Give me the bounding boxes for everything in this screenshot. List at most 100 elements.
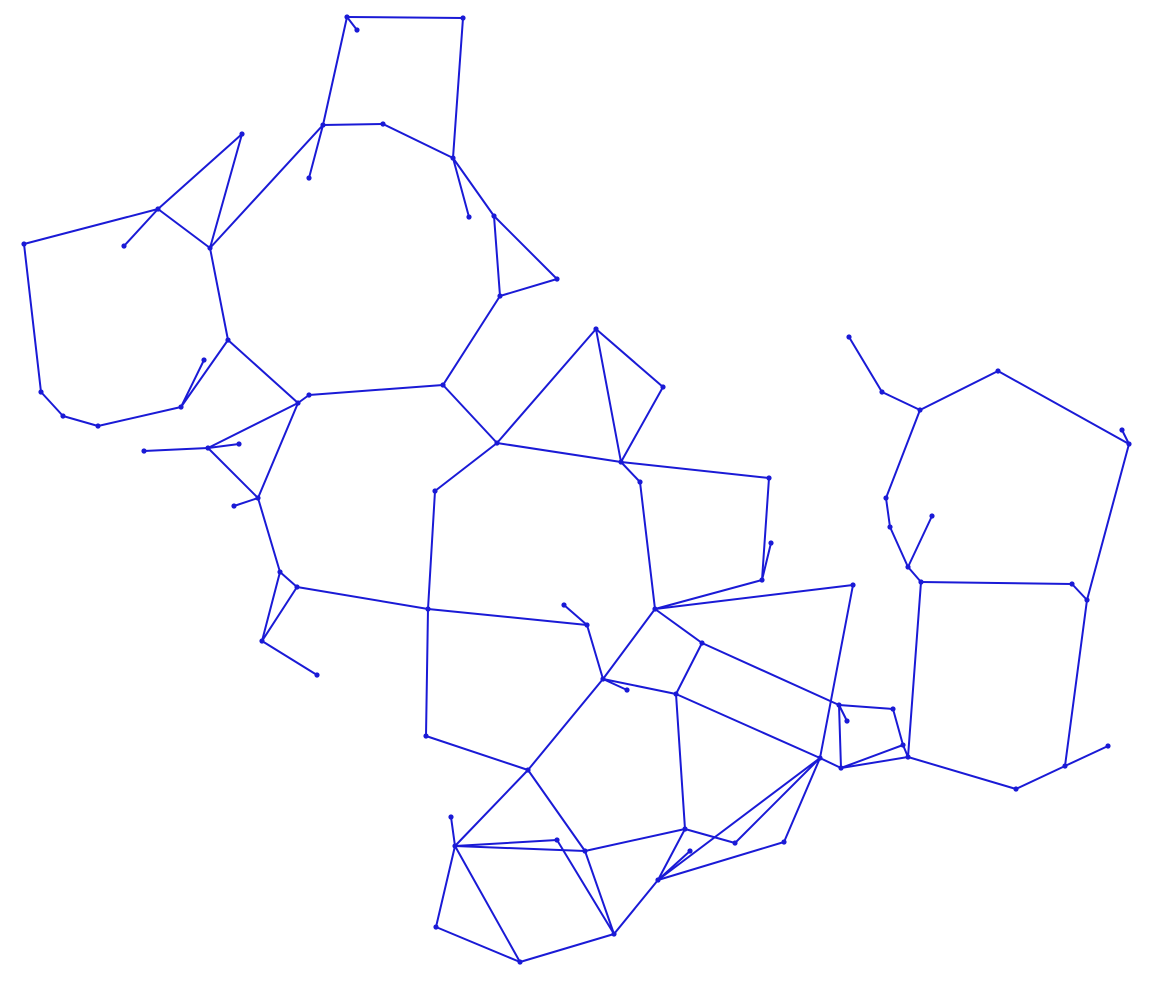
graph-node bbox=[295, 400, 301, 406]
graph-edge bbox=[997, 370, 1130, 445]
graph-edge bbox=[123, 208, 159, 247]
graph-edge bbox=[434, 442, 498, 492]
graph-edge bbox=[346, 16, 464, 19]
nodes-layer bbox=[21, 14, 1132, 965]
graph-edge bbox=[761, 542, 772, 581]
graph-node bbox=[1013, 786, 1019, 792]
graph-edge bbox=[97, 406, 182, 427]
graph-edge bbox=[584, 850, 615, 935]
graph-node bbox=[584, 622, 590, 628]
graph-edge bbox=[920, 581, 1073, 585]
graph-edge bbox=[23, 243, 42, 393]
graph-node bbox=[306, 392, 312, 398]
graph-edge bbox=[889, 526, 909, 568]
graph-edge bbox=[452, 17, 464, 159]
graph-edge bbox=[180, 359, 205, 408]
graph-edge bbox=[454, 769, 529, 847]
graph-edge bbox=[907, 756, 1017, 790]
graph-node bbox=[660, 384, 666, 390]
graph-node bbox=[637, 479, 643, 485]
graph-edge bbox=[892, 708, 904, 746]
graph-edge bbox=[838, 704, 848, 722]
graph-edge bbox=[454, 845, 521, 963]
graph-node bbox=[21, 241, 27, 247]
graph-edge bbox=[454, 845, 586, 852]
graph-node bbox=[466, 214, 472, 220]
graph-edge bbox=[308, 384, 444, 396]
graph-edge bbox=[654, 584, 854, 610]
graph-node bbox=[781, 839, 787, 845]
graph-edge bbox=[62, 415, 99, 427]
graph-node bbox=[277, 569, 283, 575]
graph-edge bbox=[308, 124, 324, 179]
graph-edge bbox=[1064, 599, 1088, 767]
graph-node bbox=[905, 754, 911, 760]
graph-node bbox=[611, 931, 617, 937]
graph-edge bbox=[881, 391, 921, 411]
graph-edge bbox=[180, 339, 229, 408]
graph-edge bbox=[885, 409, 921, 499]
graph-edge bbox=[840, 756, 909, 769]
graph-edge bbox=[427, 490, 436, 610]
graph-node bbox=[600, 676, 606, 682]
graph-node bbox=[448, 814, 454, 820]
graph-edge bbox=[279, 571, 298, 588]
graph-edge bbox=[620, 386, 664, 463]
graph-node bbox=[95, 423, 101, 429]
graph-node bbox=[836, 702, 842, 708]
graph-node bbox=[918, 579, 924, 585]
graph-edge bbox=[322, 16, 348, 126]
graph-edge bbox=[657, 757, 821, 881]
graph-edge bbox=[435, 926, 521, 963]
graph-edge bbox=[157, 208, 211, 249]
graph-edge bbox=[1121, 429, 1130, 445]
graph-edge bbox=[207, 447, 259, 499]
graph-edge bbox=[848, 336, 883, 393]
graph-edge bbox=[425, 608, 429, 737]
graph-edge bbox=[675, 693, 821, 759]
graph-edge bbox=[346, 16, 358, 31]
graph-node bbox=[1084, 597, 1090, 603]
graph-edge bbox=[840, 744, 904, 769]
graph-node bbox=[239, 131, 245, 137]
graph-node bbox=[1062, 763, 1068, 769]
graph-node bbox=[433, 924, 439, 930]
graph-node bbox=[593, 326, 599, 332]
graph-node bbox=[450, 155, 456, 161]
graph-node bbox=[732, 840, 738, 846]
graph-edge bbox=[1015, 765, 1066, 790]
graph-edge bbox=[783, 757, 821, 843]
graph-node bbox=[905, 564, 911, 570]
graph-edge bbox=[452, 157, 495, 217]
graph-edge bbox=[701, 642, 840, 706]
graph-edge bbox=[257, 402, 299, 499]
graph-node bbox=[561, 602, 567, 608]
graph-node bbox=[201, 357, 207, 363]
graph-edge bbox=[657, 850, 691, 881]
graph-edge bbox=[584, 828, 686, 852]
graph-node bbox=[178, 404, 184, 410]
graph-edge bbox=[907, 566, 922, 583]
graph-edge bbox=[620, 461, 770, 479]
graph-node bbox=[255, 495, 261, 501]
graph-node bbox=[432, 488, 438, 494]
graph-edge bbox=[261, 586, 298, 642]
graph-edge bbox=[907, 515, 933, 568]
edges-layer bbox=[23, 16, 1130, 963]
graph-edge bbox=[527, 769, 586, 852]
graph-node bbox=[682, 826, 688, 832]
graph-edge bbox=[1071, 583, 1088, 601]
graph-edge bbox=[1064, 745, 1109, 767]
graph-edge bbox=[496, 328, 597, 444]
graph-node bbox=[766, 475, 772, 481]
graph-node bbox=[768, 540, 774, 546]
graph-node bbox=[306, 175, 312, 181]
graph-edge bbox=[499, 278, 558, 297]
graph-edge bbox=[586, 624, 604, 680]
graph-edge bbox=[620, 461, 641, 483]
graph-node bbox=[655, 877, 661, 883]
graph-node bbox=[887, 524, 893, 530]
graph-edge bbox=[322, 123, 384, 126]
graph-edge bbox=[209, 133, 243, 249]
graph-edge bbox=[885, 497, 891, 528]
